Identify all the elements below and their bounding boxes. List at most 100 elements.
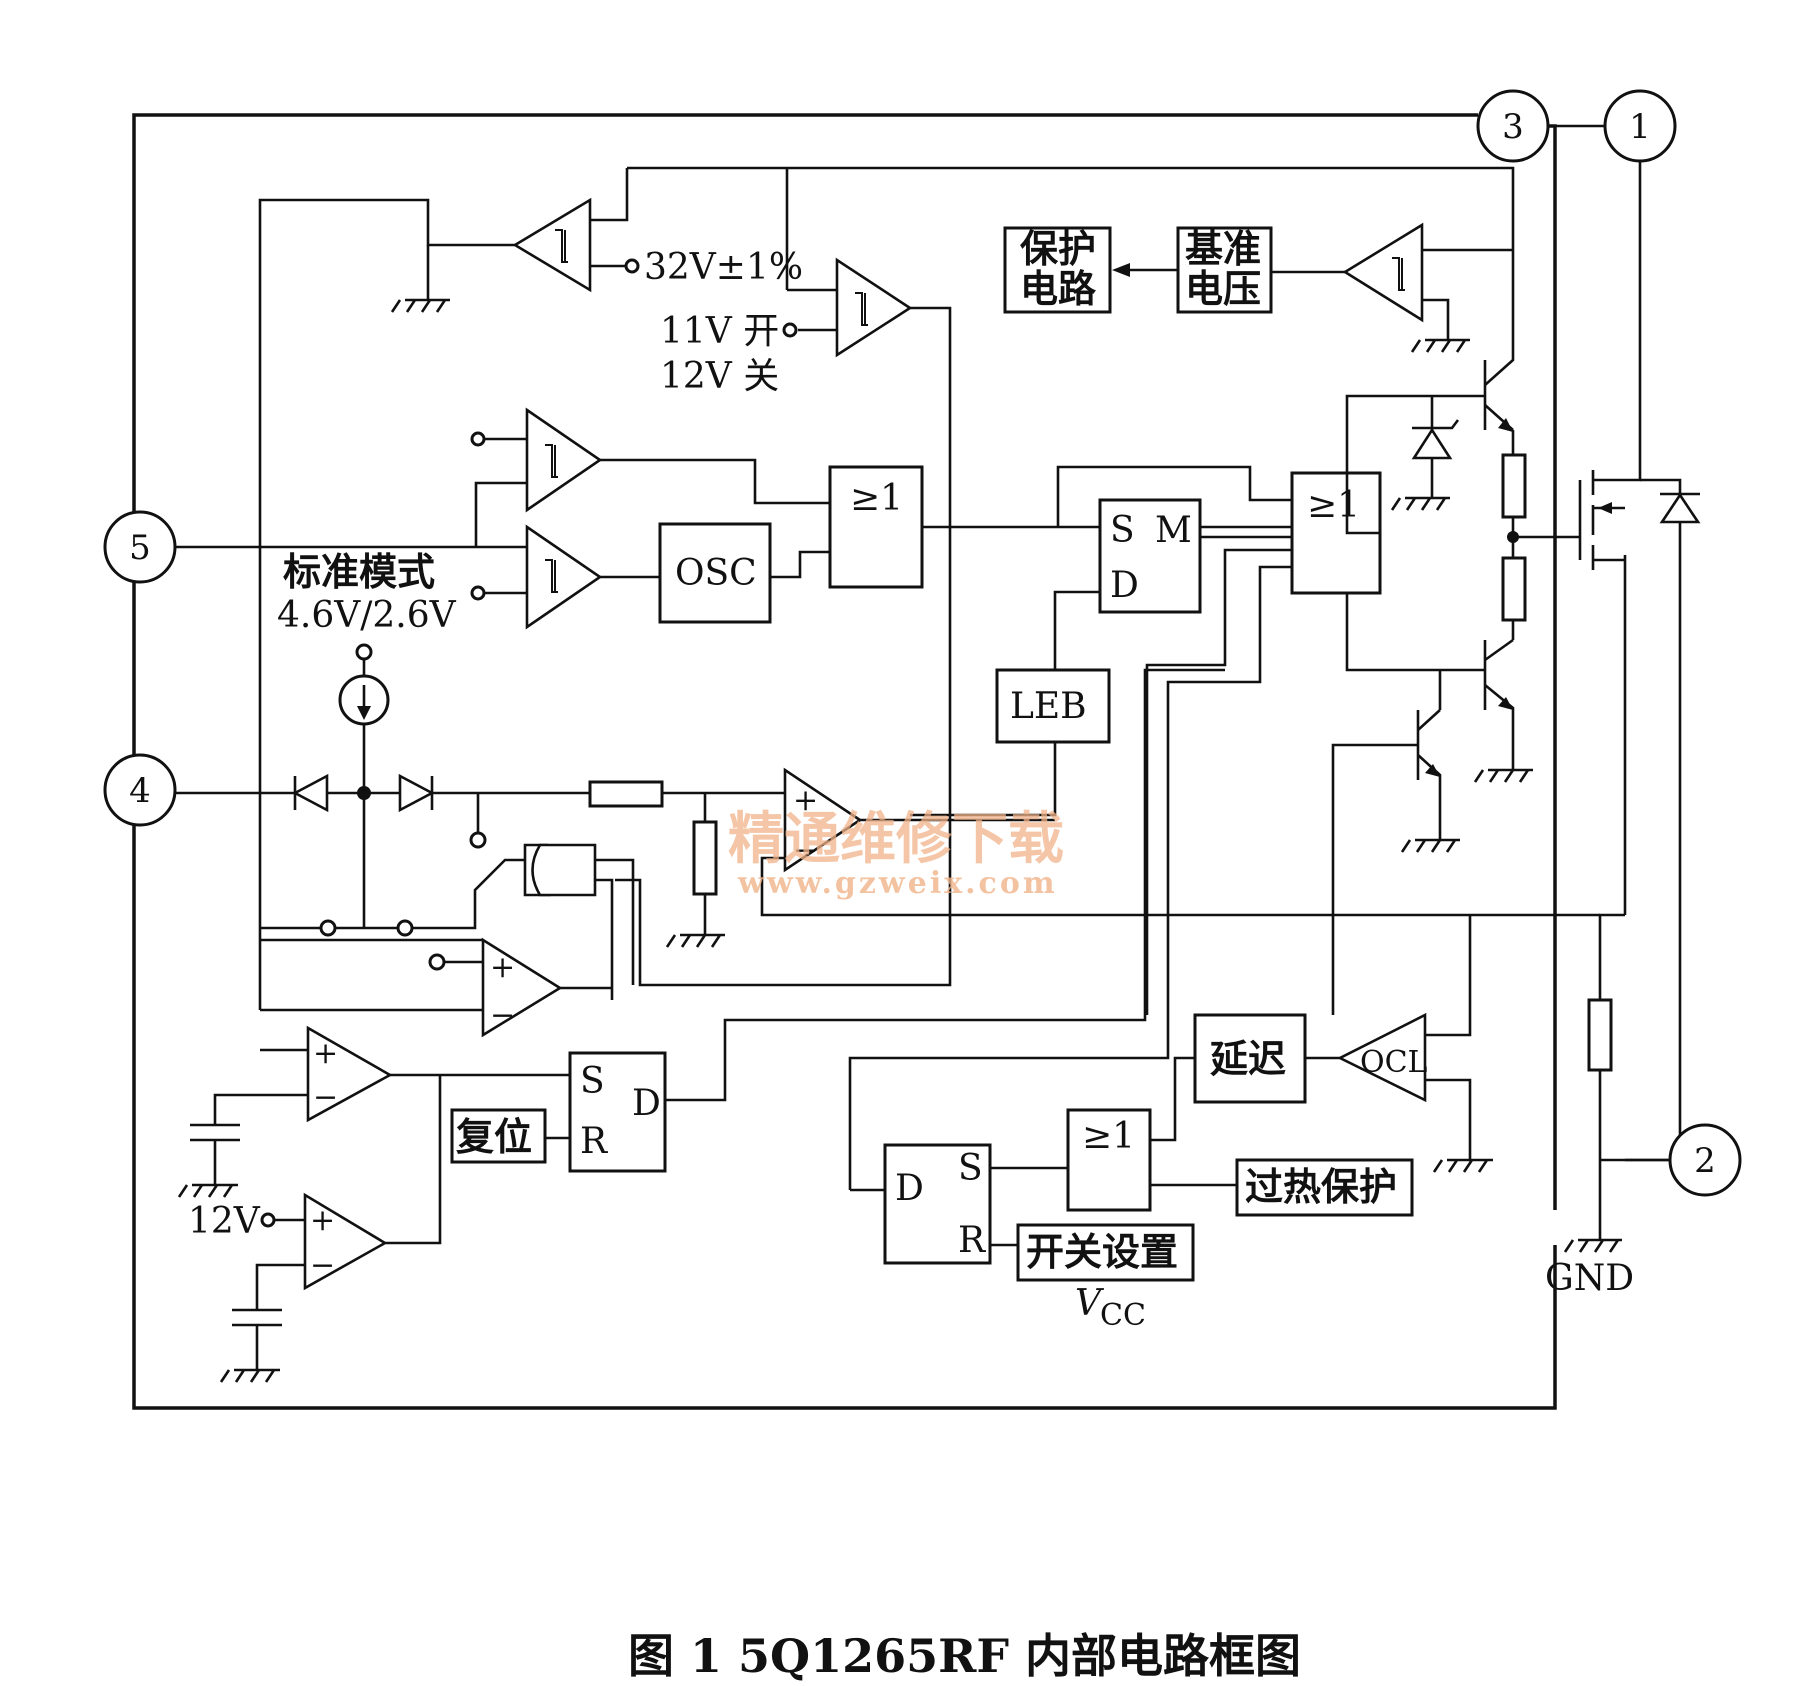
comparator-pin5-b <box>525 524 603 630</box>
hysteresis-icon <box>1392 257 1405 291</box>
pin-3-label: 3 <box>1502 107 1524 147</box>
ff2-r-label: R <box>580 1121 608 1162</box>
pin-5-label: 5 <box>129 528 151 568</box>
wire-32v-comp-supply <box>590 168 629 222</box>
wire-12v-out <box>385 1075 442 1245</box>
hysteresis-icon <box>545 559 558 593</box>
wire-delay-out <box>1150 1056 1195 1142</box>
arrow-icon <box>1425 764 1440 777</box>
diode-icon <box>1659 492 1701 524</box>
arrow-icon <box>1498 697 1513 710</box>
arrow-icon <box>1498 418 1513 432</box>
ground-icon <box>1410 338 1470 353</box>
capacitor-icon <box>190 1123 240 1185</box>
ground-icon <box>1432 1158 1493 1173</box>
comparator-32v <box>512 197 592 293</box>
terminal-pin5-a <box>470 431 486 447</box>
ff3-s-label: S <box>958 1148 983 1189</box>
wire-leb-in <box>910 742 1057 817</box>
pin-4-label: 4 <box>129 771 151 811</box>
pin-4: 4 <box>103 753 177 827</box>
capacitor-icon <box>232 1308 282 1370</box>
hysteresis-icon <box>555 229 568 263</box>
ground-icon <box>1473 768 1533 783</box>
wire-or2-down <box>1345 593 1485 672</box>
or-gate-3-label: ≥1 <box>1082 1116 1135 1157</box>
resistor-sense <box>1587 998 1613 1072</box>
terminal-vdd <box>355 643 373 661</box>
transistor-lower <box>1483 638 1515 770</box>
terminal <box>469 831 487 849</box>
ff-d-label: D <box>1110 565 1139 606</box>
delay-label: 延迟 <box>1210 1036 1286 1081</box>
protect-circuit-box <box>1003 226 1112 314</box>
hysteresis-icon <box>545 444 558 478</box>
mosfet-source <box>1593 555 1627 915</box>
label-12v-off: 12V 关 <box>660 356 779 397</box>
resistor-upper <box>1501 453 1527 519</box>
flipflop-dsr <box>883 1143 992 1265</box>
flipflop-srd <box>568 1051 667 1173</box>
vref-label-1: 基准 <box>1185 226 1261 271</box>
or-gate-3 <box>1066 1108 1152 1212</box>
wire-comp-a-out <box>600 458 830 505</box>
ground-icon <box>1400 838 1460 853</box>
terminal-32v <box>624 258 640 274</box>
arrow-icon <box>357 706 371 720</box>
ground-icon <box>219 1368 280 1383</box>
comparator-feedback <box>783 767 863 873</box>
pin-1-label: 1 <box>1629 107 1651 147</box>
flipflop-sm <box>1098 498 1202 614</box>
pin-5: 5 <box>103 510 177 584</box>
or-gate-2-label: ≥1 <box>1307 485 1360 526</box>
wire-fb-minus <box>760 856 1600 917</box>
wire-ff-d <box>1053 590 1100 670</box>
ff3-d-label: D <box>895 1168 924 1209</box>
wire-pin5-split <box>474 481 527 549</box>
comparator-pin5-a <box>525 407 603 513</box>
mosfet-drain <box>1593 150 1642 482</box>
zener-bar <box>1412 419 1460 430</box>
terminal <box>428 953 446 971</box>
ff-s-label: S <box>1110 510 1135 551</box>
terminal <box>396 919 414 937</box>
wire-uvlo-supply <box>785 168 837 292</box>
minus-sign: − <box>490 998 515 1033</box>
comparator-12v <box>303 1192 388 1291</box>
figure-caption: 图 1 5Q1265RF 内部电路框图 <box>628 1629 1301 1683</box>
leb-label: LEB <box>1010 686 1087 727</box>
and-gate-icon <box>531 843 597 897</box>
wire-pulldown-base <box>1331 743 1418 1015</box>
ground-icon <box>1390 496 1450 511</box>
label-32v: 32V±1% <box>644 247 803 288</box>
resistor-lower <box>1501 556 1527 622</box>
label-std-volt: 4.6V/2.6V <box>277 595 457 636</box>
wire-uvlo-out <box>615 306 952 987</box>
watermark-cn: 精通维修下载 <box>728 806 1064 872</box>
or-gate-1 <box>828 465 924 589</box>
ground-icon <box>177 1183 238 1198</box>
resistor-pin4 <box>588 780 664 808</box>
watermark-url: www.gzweix.com <box>737 866 1058 901</box>
comparator-uvlo <box>835 257 913 358</box>
leb-box <box>995 668 1111 744</box>
wire-32v-out <box>258 198 515 1010</box>
label-11v-on: 11V 开 <box>660 311 779 352</box>
minus-sign: − <box>313 1080 338 1115</box>
wire-vref-comp <box>1422 248 1513 340</box>
switch-set-label: 开关设置 <box>1026 1229 1178 1274</box>
wire-switch <box>412 858 525 930</box>
comparator-softstart <box>306 1025 393 1123</box>
wire-osc-out <box>770 550 830 579</box>
pin-1: 1 <box>1603 89 1677 163</box>
wire-sense <box>1598 913 1625 1000</box>
wire-body-diode <box>1625 478 1682 1162</box>
transistor-upper <box>1484 170 1515 431</box>
vref-label-2: 电压 <box>1185 266 1261 311</box>
label-vcc-sub: CC <box>1100 1298 1146 1333</box>
overheat-label: 过热保护 <box>1245 1164 1397 1209</box>
diode-left <box>292 773 329 813</box>
plus-sign: + <box>490 950 515 985</box>
ff2-d-label: D <box>632 1083 661 1124</box>
